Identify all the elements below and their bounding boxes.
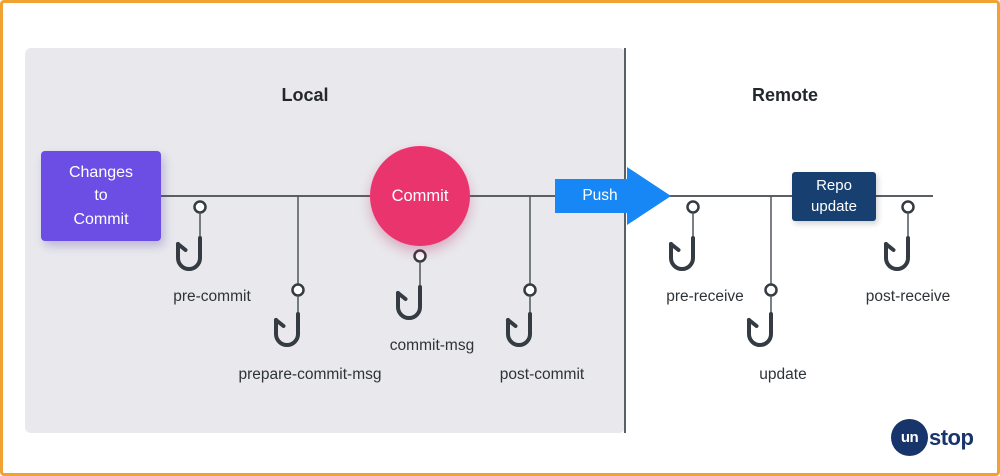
hook-icon (747, 196, 778, 347)
hook-icon (506, 196, 537, 347)
hook-pre-commit: pre-commit (170, 200, 251, 305)
timeline (153, 195, 933, 197)
changes-to-commit-label: Changes to Commit (68, 164, 134, 228)
commit-label: Commit (391, 186, 449, 205)
repo-update-label: Repo update (811, 177, 857, 215)
hook-post-receive: post-receive (866, 200, 950, 305)
hook-icon (669, 200, 700, 271)
push-arrow-icon (555, 167, 671, 225)
repo-update-node: Repo update (792, 172, 876, 221)
hook-icon (396, 249, 427, 320)
unstop-logo-circle: un (891, 419, 928, 456)
panel-divider (624, 48, 626, 433)
hook-label: pre-commit (173, 288, 251, 305)
hook-label: prepare-commit-msg (238, 366, 382, 383)
hook-icon (274, 196, 305, 347)
hook-post-commit: post-commit (500, 196, 584, 383)
hook-pre-receive: pre-receive (663, 200, 744, 305)
changes-to-commit-node: Changes to Commit (41, 151, 161, 241)
remote-title: Remote (751, 85, 818, 105)
hook-update: update (741, 196, 807, 383)
push-arrow: Push (555, 167, 675, 225)
unstop-logo: un stop (891, 419, 974, 456)
hook-prepare-commit-msg: prepare-commit-msg (239, 196, 381, 383)
hook-commit-msg: commit-msg (390, 249, 474, 354)
hook-label: post-receive (865, 288, 951, 305)
hook-icon (176, 200, 207, 271)
hook-label: commit-msg (389, 337, 475, 354)
hook-label: pre-receive (666, 288, 744, 305)
hook-label: post-commit (499, 366, 585, 383)
hook-label: update (759, 366, 807, 383)
local-title: Local (281, 85, 329, 105)
commit-node: Commit (370, 146, 470, 246)
hook-icon (884, 200, 915, 271)
push-label: Push (582, 187, 618, 204)
unstop-logo-text: stop (929, 424, 974, 450)
